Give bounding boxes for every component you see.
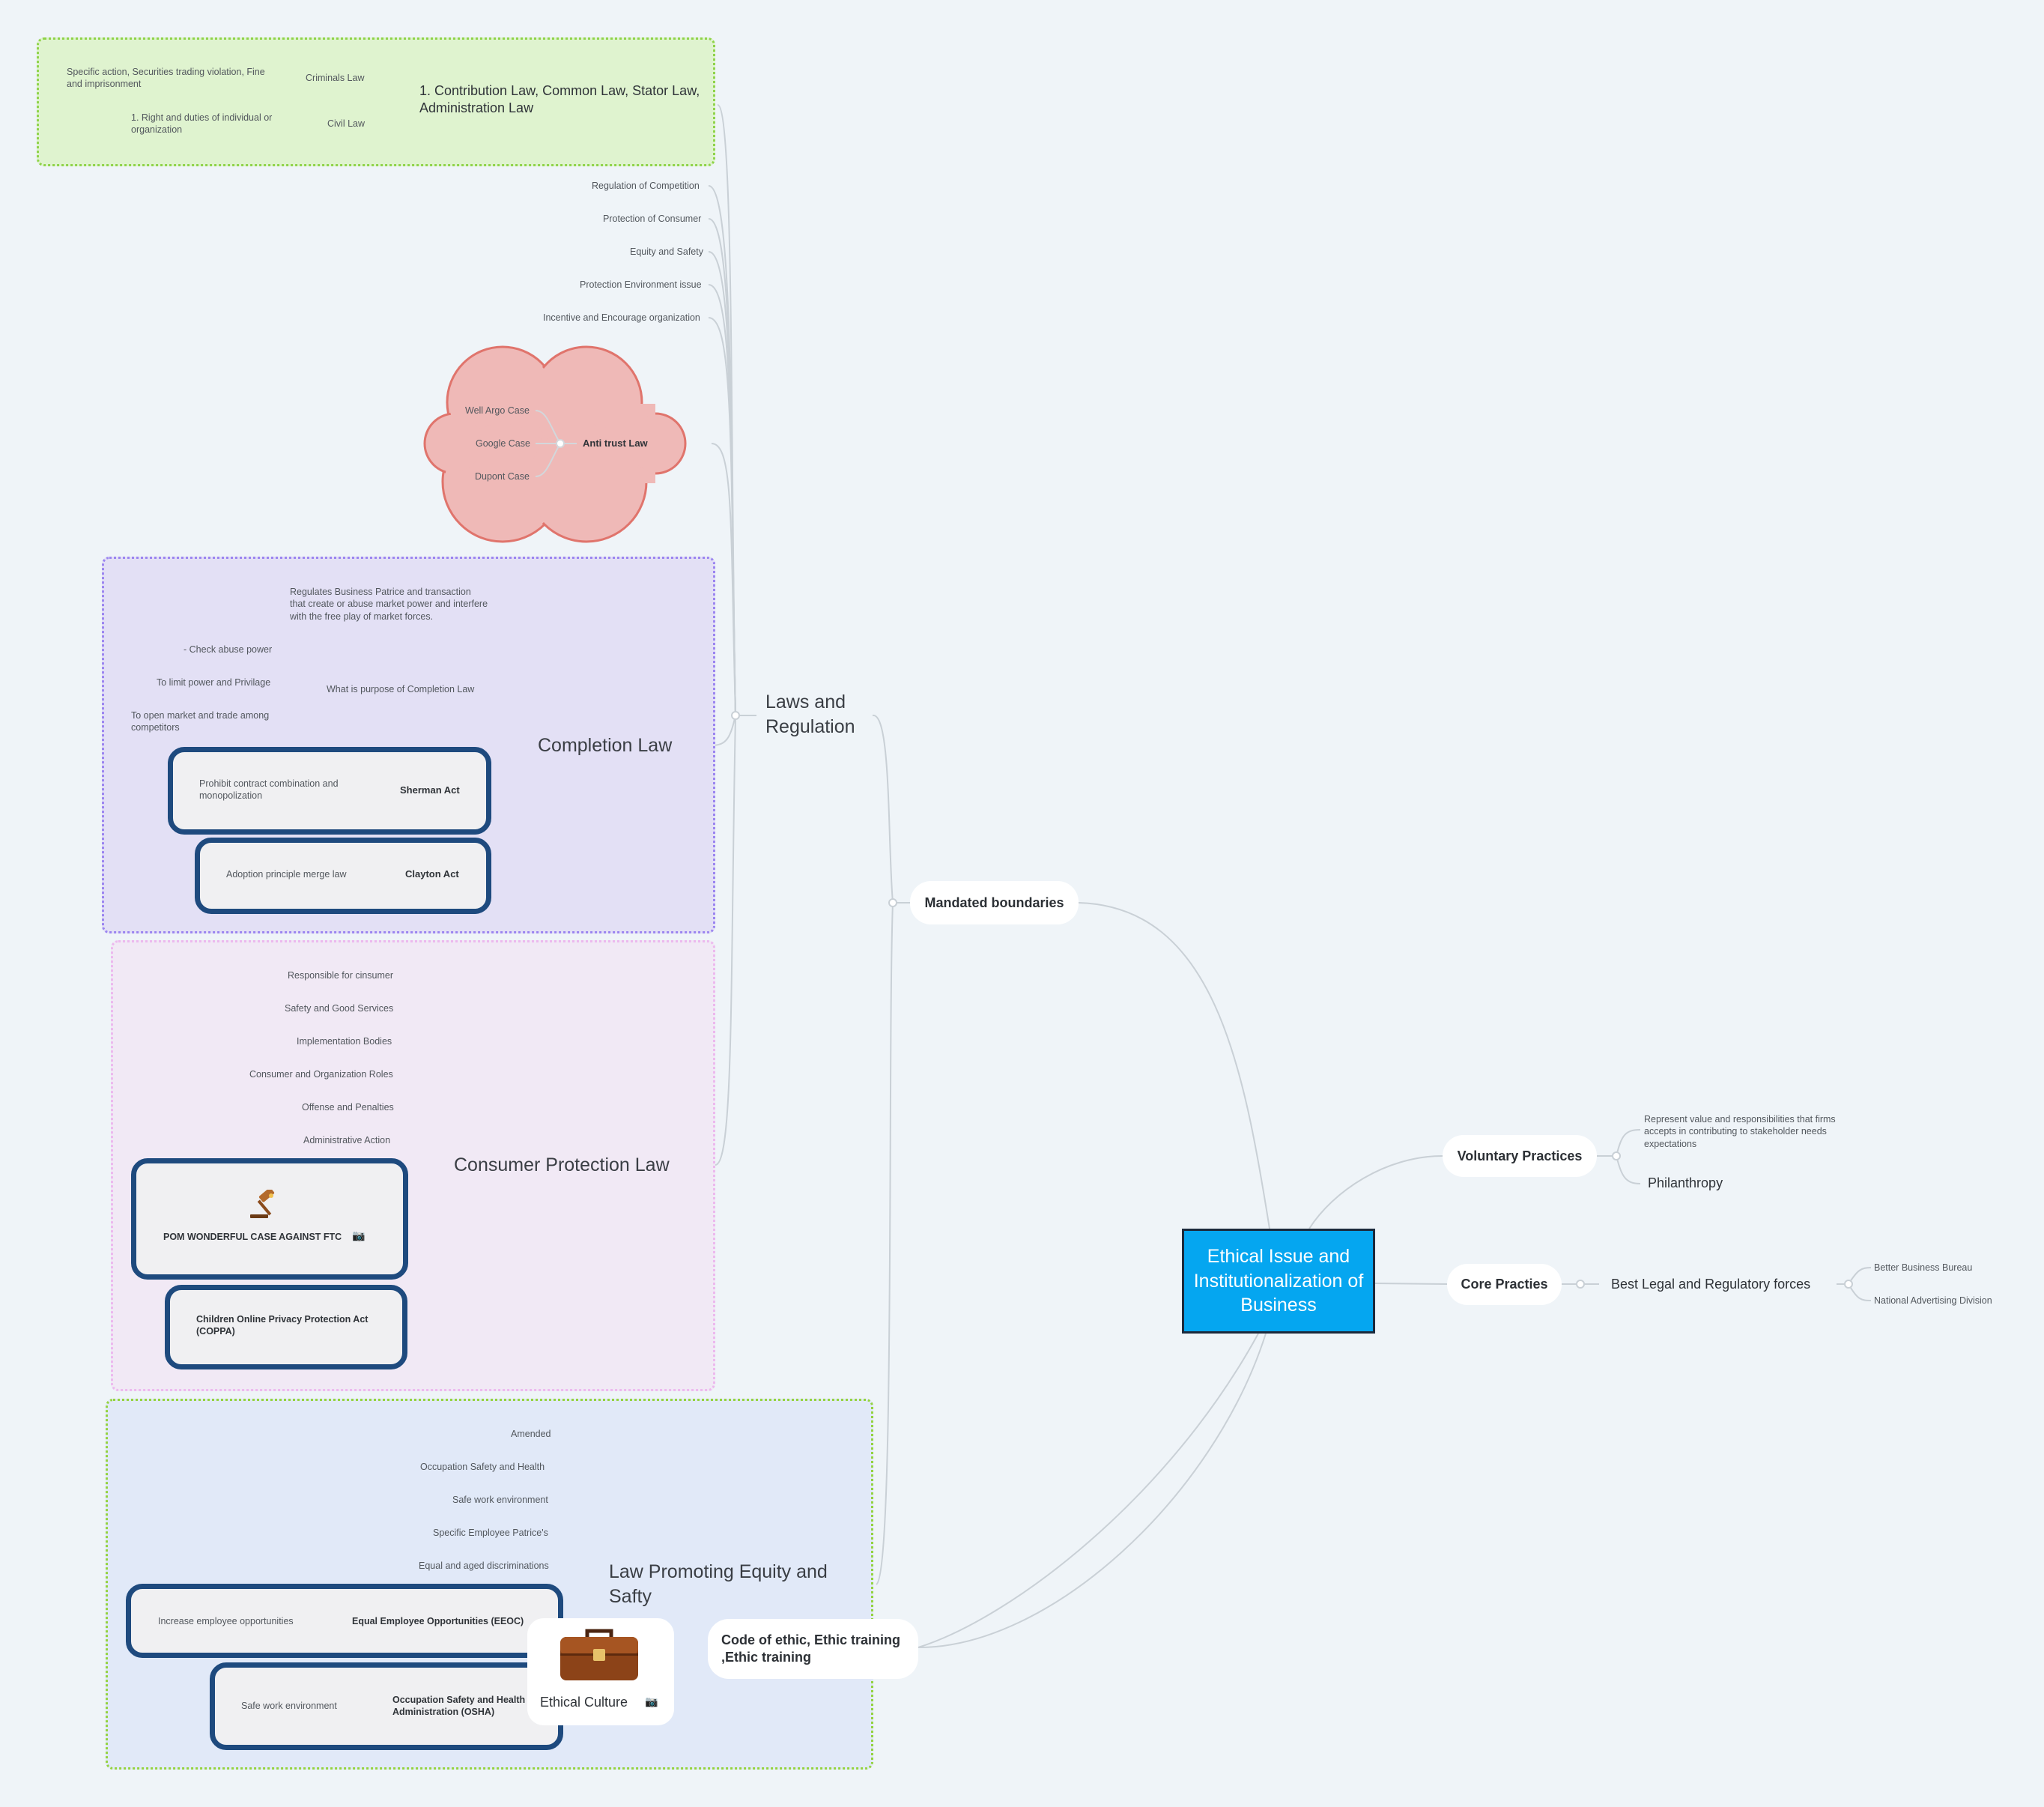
clayton-act-frame bbox=[195, 838, 491, 914]
dupont-case[interactable]: Dupont Case bbox=[475, 471, 530, 482]
mandated-boundaries-node[interactable]: Mandated boundaries bbox=[910, 881, 1079, 924]
code-of-ethic-node[interactable]: Code of ethic, Ethic training ,Ethic tra… bbox=[708, 1619, 918, 1679]
briefcase-icon bbox=[559, 1628, 640, 1686]
antitrust-links bbox=[535, 410, 577, 477]
ethical-culture-node[interactable]: Ethical Culture bbox=[540, 1695, 628, 1710]
consumer-item-safety[interactable]: Safety and Good Services bbox=[285, 1003, 394, 1014]
consumer-item-roles[interactable]: Consumer and Organization Roles bbox=[249, 1069, 393, 1080]
sherman-act-node[interactable]: Sherman Act bbox=[400, 784, 460, 796]
consumer-item-implementation[interactable]: Implementation Bodies bbox=[297, 1036, 392, 1047]
consumer-item-administrative[interactable]: Administrative Action bbox=[303, 1135, 391, 1145]
image-icon[interactable]: 📷 bbox=[352, 1229, 366, 1241]
completion-purpose-node[interactable]: What is purpose of Completion Law bbox=[327, 684, 475, 694]
laws-and-regulation-node[interactable]: Laws and Regulation bbox=[765, 691, 855, 737]
gavel-icon bbox=[249, 1187, 280, 1223]
equity-item-amended[interactable]: Amended bbox=[511, 1429, 551, 1439]
law-promoting-equity-node[interactable]: Law Promoting Equity and Safty bbox=[609, 1561, 828, 1607]
well-argo-case[interactable]: Well Argo Case bbox=[465, 405, 530, 416]
clayton-act-detail[interactable]: Adoption principle merge law bbox=[226, 869, 347, 880]
protection-environment-issue[interactable]: Protection Environment issue bbox=[580, 279, 702, 290]
completion-law-node[interactable]: Completion Law bbox=[538, 735, 673, 756]
purpose-item-open-market[interactable]: To open market and trade among competito… bbox=[131, 710, 270, 733]
purpose-item-check-abuse[interactable]: - Check abuse power bbox=[184, 644, 273, 655]
incentive-and-encourage-organization[interactable]: Incentive and Encourage organization bbox=[543, 312, 700, 323]
purpose-item-limit-power[interactable]: To limit power and Privilage bbox=[157, 677, 271, 688]
philanthropy-node[interactable]: Philanthropy bbox=[1648, 1175, 1723, 1190]
best-legal-forces-node[interactable]: Best Legal and Regulatory forces bbox=[1611, 1277, 1811, 1292]
antitrust-cloud-shape bbox=[423, 345, 687, 543]
national-advertising-division[interactable]: National Advertising Division bbox=[1874, 1295, 1992, 1306]
eeoc-detail[interactable]: Increase employee opportunities bbox=[158, 1616, 294, 1626]
consumer-item-responsible[interactable]: Responsible for cinsumer bbox=[288, 970, 394, 981]
consumer-protection-law-node[interactable]: Consumer Protection Law bbox=[454, 1154, 670, 1175]
contribution-law-group bbox=[37, 37, 715, 166]
eeoc-frame bbox=[126, 1584, 563, 1658]
core-practices-node[interactable]: Core Practies bbox=[1447, 1264, 1562, 1305]
coppa-node[interactable]: Children Online Privacy Protection Act (… bbox=[196, 1314, 369, 1337]
eeoc-node[interactable]: Equal Employee Opportunities (EEOC) bbox=[352, 1616, 524, 1626]
regulation-of-competition[interactable]: Regulation of Competition bbox=[592, 181, 700, 191]
voluntary-practices-node[interactable]: Voluntary Practices bbox=[1443, 1135, 1597, 1177]
equity-item-safe-work[interactable]: Safe work environment bbox=[452, 1495, 548, 1505]
osha-node[interactable]: Occupation Safety and Health Administrat… bbox=[392, 1695, 526, 1718]
criminal-law-node[interactable]: Criminals Law bbox=[306, 73, 365, 83]
sherman-act-detail[interactable]: Prohibit contract combination and monopo… bbox=[199, 778, 339, 802]
equity-item-occupation[interactable]: Occupation Safety and Health bbox=[420, 1462, 545, 1472]
completion-definition[interactable]: Regulates Business Patrice and transacti… bbox=[290, 587, 488, 622]
pom-case-frame[interactable] bbox=[131, 1158, 408, 1280]
civil-law-detail[interactable]: 1. Right and duties of individual or org… bbox=[131, 112, 273, 136]
contribution-law-node[interactable]: 1. Contribution Law, Common Law, Stator … bbox=[419, 83, 700, 116]
better-business-bureau[interactable]: Better Business Bureau bbox=[1874, 1262, 1973, 1273]
antitrust-law-node[interactable]: Anti trust Law bbox=[583, 438, 648, 449]
root-topic[interactable]: Ethical Issue and Institutionalization o… bbox=[1182, 1229, 1375, 1334]
google-case[interactable]: Google Case bbox=[476, 438, 530, 449]
civil-law-node[interactable]: Civil Law bbox=[327, 118, 366, 129]
equity-and-safety[interactable]: Equity and Safety bbox=[630, 246, 703, 257]
criminal-law-detail[interactable]: Specific action, Securities trading viol… bbox=[67, 67, 265, 90]
voluntary-detail[interactable]: Represent value and responsibilities tha… bbox=[1644, 1114, 1836, 1149]
pom-case-node: POM WONDERFUL CASE AGAINST FTC bbox=[163, 1232, 342, 1242]
consumer-item-offense[interactable]: Offense and Penalties bbox=[302, 1102, 394, 1113]
equity-item-specific-employee[interactable]: Specific Employee Patrice's bbox=[433, 1528, 548, 1538]
image-icon[interactable]: 📷 bbox=[645, 1695, 658, 1707]
sherman-act-frame bbox=[168, 747, 491, 835]
protection-of-consumer[interactable]: Protection of Consumer bbox=[603, 214, 702, 224]
coppa-frame bbox=[165, 1285, 407, 1369]
equity-item-discriminations[interactable]: Equal and aged discriminations bbox=[419, 1561, 549, 1571]
clayton-act-node[interactable]: Clayton Act bbox=[405, 868, 459, 880]
osha-detail[interactable]: Safe work environment bbox=[241, 1701, 337, 1711]
